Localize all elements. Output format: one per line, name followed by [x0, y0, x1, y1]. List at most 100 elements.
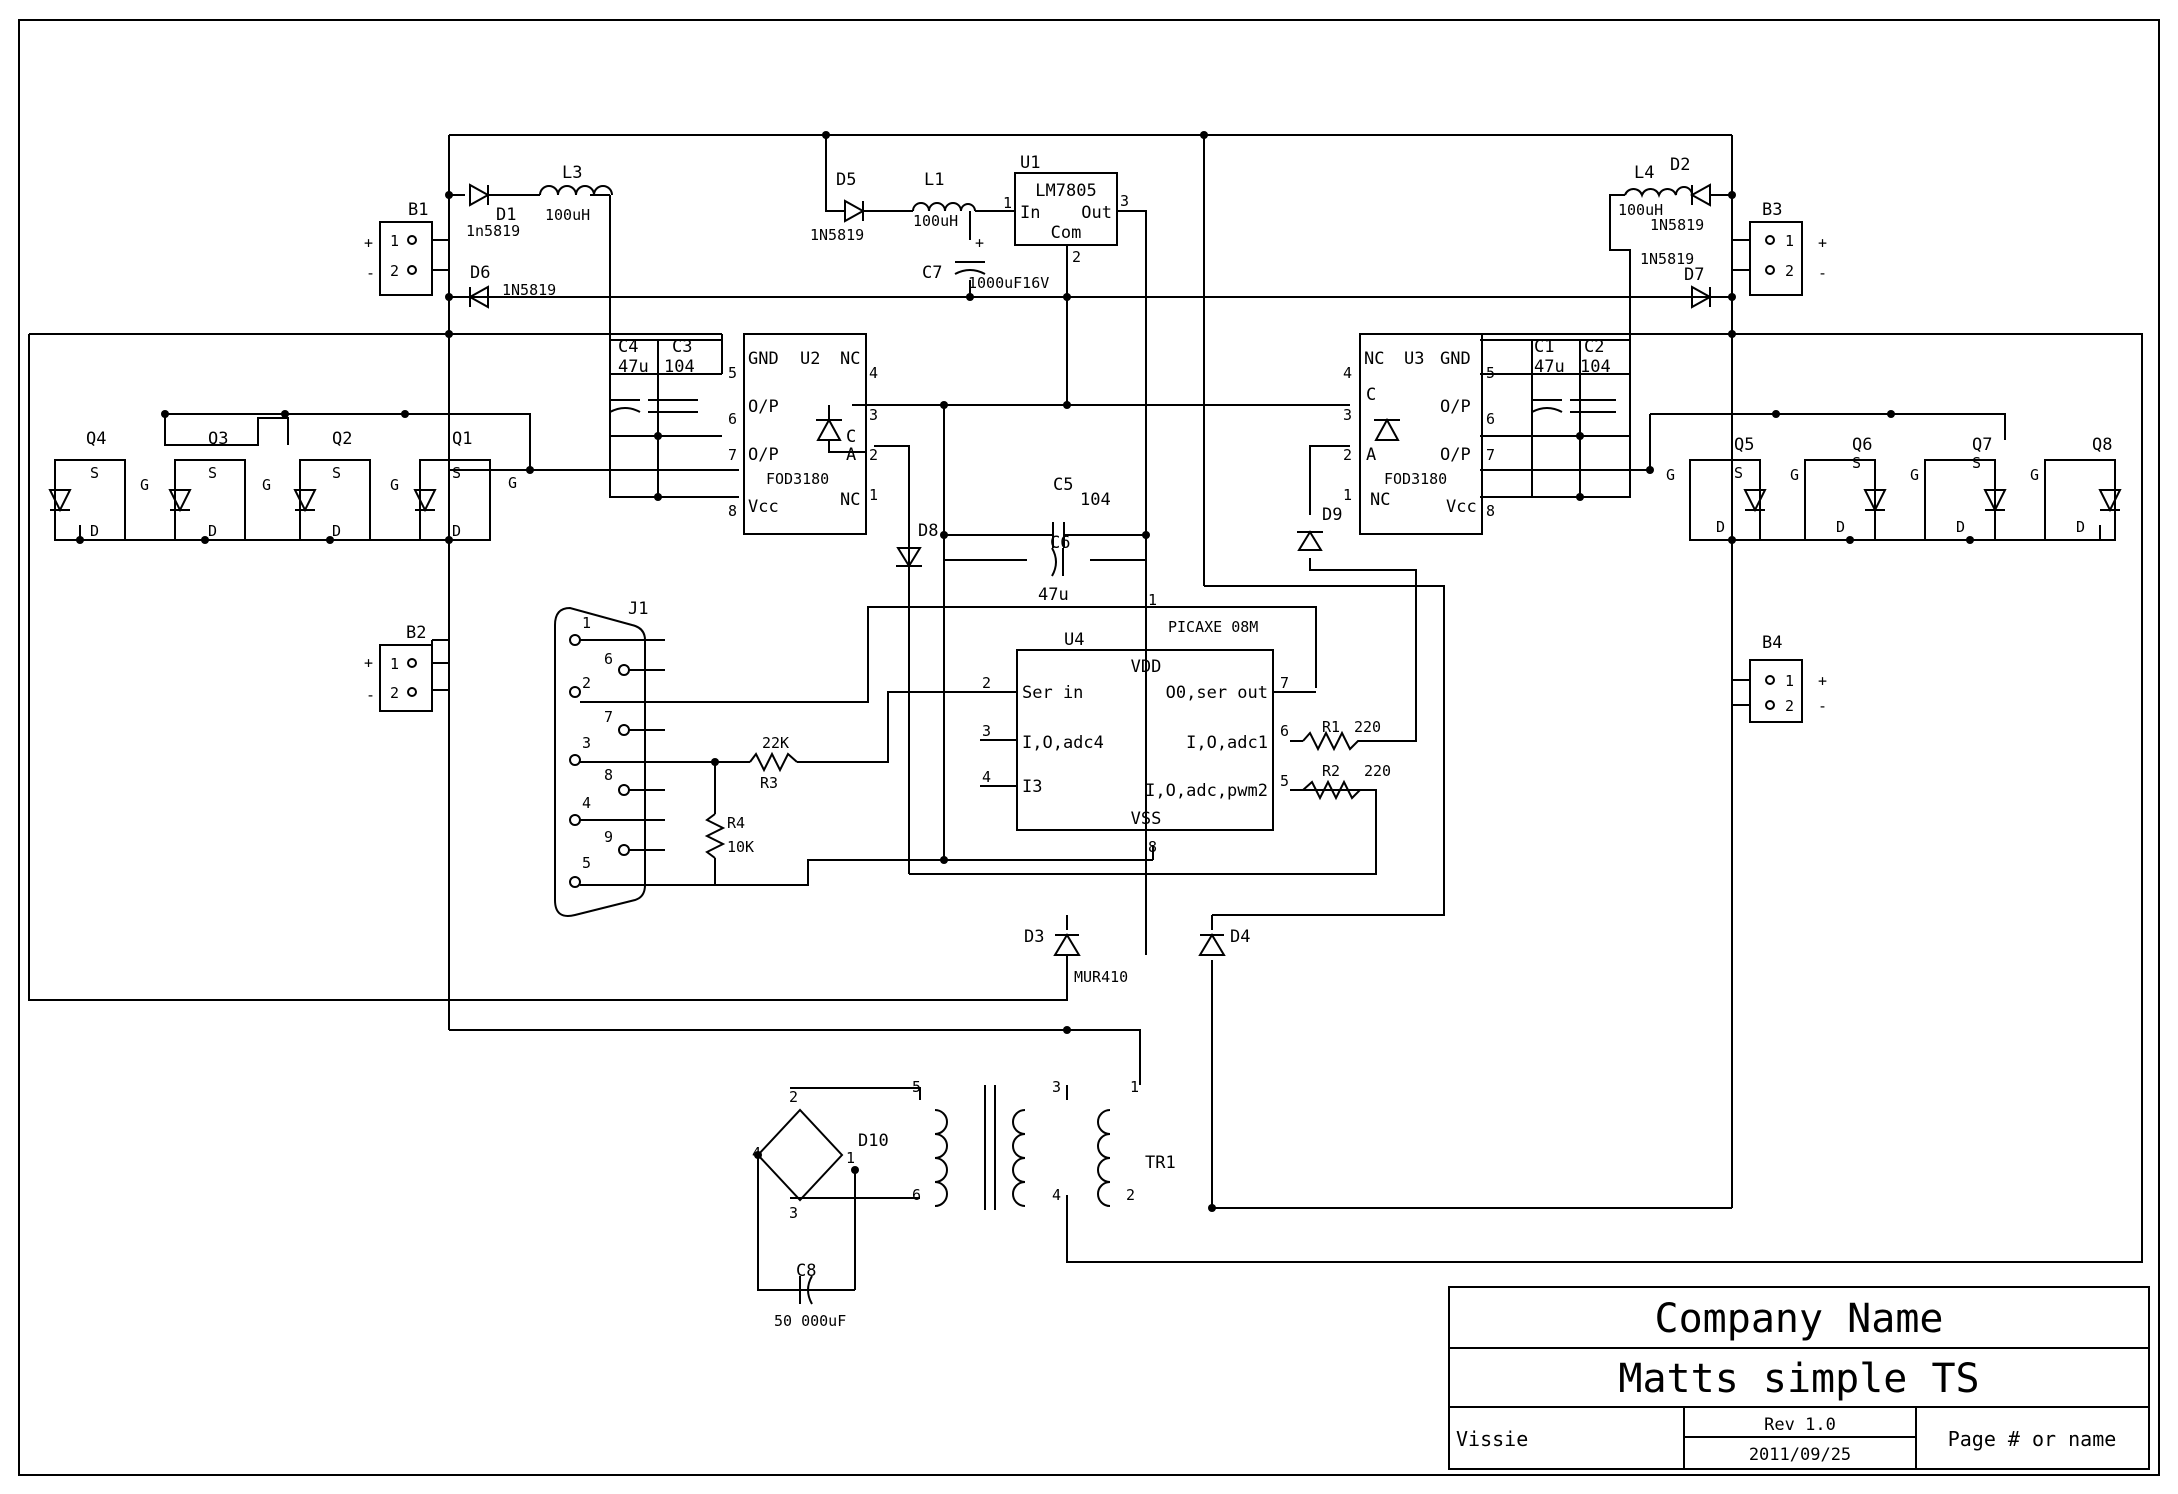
- resistor-R2: R2 220: [1302, 762, 1391, 801]
- svg-text:5: 5: [728, 364, 737, 382]
- svg-text:1N5819: 1N5819: [1640, 250, 1694, 268]
- svg-text:+: +: [1818, 234, 1827, 252]
- battery-B4: B4 1 2 + -: [1749, 633, 1827, 723]
- svg-text:MUR410: MUR410: [1074, 968, 1128, 986]
- mosfet-Q1: Q1 S D G G: [390, 429, 517, 541]
- svg-text:3: 3: [982, 722, 991, 740]
- svg-text:4: 4: [869, 364, 878, 382]
- battery-B1: B1 1 2 + -: [364, 200, 433, 296]
- svg-text:8: 8: [1148, 838, 1157, 856]
- inductor-L3: L3 100uH: [539, 163, 613, 224]
- svg-text:9: 9: [604, 828, 613, 846]
- svg-text:G: G: [2030, 466, 2039, 484]
- svg-text:G: G: [262, 476, 271, 494]
- svg-text:D: D: [2076, 518, 2085, 536]
- svg-text:4: 4: [982, 768, 991, 786]
- svg-text:+: +: [1818, 672, 1827, 690]
- battery-B3: B3 1 2 + -: [1749, 200, 1827, 296]
- svg-text:GND: GND: [748, 349, 779, 369]
- svg-text:1: 1: [582, 614, 591, 632]
- svg-text:1: 1: [1343, 486, 1352, 504]
- svg-text:1N5819: 1N5819: [810, 226, 864, 244]
- svg-text:1: 1: [1148, 591, 1157, 609]
- svg-text:D: D: [1836, 518, 1845, 536]
- svg-text:2: 2: [1785, 697, 1794, 715]
- svg-text:D: D: [1956, 518, 1965, 536]
- inductor-L1: L1 100uH: [912, 170, 976, 230]
- svg-text:Vcc: Vcc: [1446, 497, 1477, 517]
- diode-D5: D5 1N5819: [810, 170, 913, 244]
- svg-text:Q6: Q6: [1852, 435, 1872, 455]
- svg-text:47u: 47u: [1534, 357, 1565, 377]
- diode-D2: D2 1N5819: [1650, 155, 1732, 234]
- svg-text:O/P: O/P: [748, 445, 779, 465]
- svg-text:6: 6: [604, 650, 613, 668]
- svg-text:U4: U4: [1064, 630, 1084, 650]
- svg-text:I,O,adc1: I,O,adc1: [1186, 733, 1268, 753]
- svg-text:C4: C4: [618, 337, 638, 357]
- svg-text:B3: B3: [1762, 200, 1782, 220]
- svg-text:L3: L3: [562, 163, 582, 183]
- svg-text:Q8: Q8: [2092, 435, 2112, 455]
- svg-text:FOD3180: FOD3180: [1384, 470, 1447, 488]
- svg-text:B4: B4: [1762, 633, 1782, 653]
- revision: Rev 1.0: [1764, 1415, 1836, 1435]
- svg-text:2: 2: [982, 674, 991, 692]
- svg-text:4: 4: [752, 1144, 761, 1162]
- svg-text:3: 3: [582, 734, 591, 752]
- svg-text:100uH: 100uH: [1618, 201, 1663, 219]
- svg-text:D7: D7: [1684, 265, 1704, 285]
- svg-text:1: 1: [1003, 194, 1012, 212]
- svg-text:U2: U2: [800, 349, 820, 369]
- svg-text:1N5819: 1N5819: [1650, 216, 1704, 234]
- mosfet-Q4: Q4 S D: [48, 429, 126, 541]
- svg-text:G: G: [1910, 466, 1919, 484]
- mosfet-Q3: Q3 S D G: [140, 429, 246, 541]
- resistor-R3: 22K R3: [749, 734, 798, 792]
- svg-text:-: -: [366, 264, 375, 282]
- svg-text:47u: 47u: [618, 357, 649, 377]
- svg-text:R3: R3: [760, 774, 778, 792]
- svg-text:7: 7: [1280, 674, 1289, 692]
- svg-text:D: D: [452, 522, 461, 540]
- svg-text:D: D: [332, 522, 341, 540]
- svg-text:U1: U1: [1020, 153, 1040, 173]
- bridge-rectifier-D10: D10 2 3 4 1: [752, 1088, 889, 1222]
- svg-text:S: S: [1734, 464, 1743, 482]
- svg-text:I3: I3: [1022, 777, 1042, 797]
- svg-text:Q1: Q1: [452, 429, 472, 449]
- svg-text:7: 7: [1486, 446, 1495, 464]
- wires: [28, 134, 2143, 1291]
- svg-text:D5: D5: [836, 170, 856, 190]
- mosfet-Q6: Q6 S D G: [1790, 435, 1887, 541]
- optocoupler-U2: U2 GND NC O/P O/P Vcc C A NC FOD3180 56 …: [728, 333, 878, 535]
- svg-text:3: 3: [789, 1204, 798, 1222]
- svg-text:Q2: Q2: [332, 429, 352, 449]
- svg-text:2: 2: [1785, 262, 1794, 280]
- svg-text:S: S: [332, 464, 341, 482]
- svg-text:O/P: O/P: [1440, 397, 1471, 417]
- svg-text:1n5819: 1n5819: [466, 222, 520, 240]
- svg-text:7: 7: [604, 708, 613, 726]
- junction-dots: [76, 131, 1974, 1212]
- svg-text:5: 5: [1280, 772, 1289, 790]
- svg-text:C2: C2: [1584, 337, 1604, 357]
- svg-text:2: 2: [390, 262, 399, 280]
- diode-D4: D4: [1198, 927, 1250, 956]
- svg-text:4: 4: [1343, 364, 1352, 382]
- svg-text:LM7805: LM7805: [1035, 181, 1096, 201]
- svg-text:220: 220: [1354, 718, 1381, 736]
- svg-text:1000uF16V: 1000uF16V: [968, 274, 1049, 292]
- svg-text:B2: B2: [406, 623, 426, 643]
- svg-text:D: D: [1716, 518, 1725, 536]
- svg-text:-: -: [366, 686, 375, 704]
- svg-text:C6: C6: [1050, 533, 1070, 553]
- svg-text:1: 1: [390, 655, 399, 673]
- diode-D6: D6 1N5819: [467, 263, 556, 309]
- svg-text:D6: D6: [470, 263, 490, 283]
- svg-text:-: -: [1818, 264, 1827, 282]
- svg-text:5: 5: [582, 854, 591, 872]
- svg-text:U3: U3: [1404, 349, 1424, 369]
- svg-text:NC: NC: [1364, 349, 1384, 369]
